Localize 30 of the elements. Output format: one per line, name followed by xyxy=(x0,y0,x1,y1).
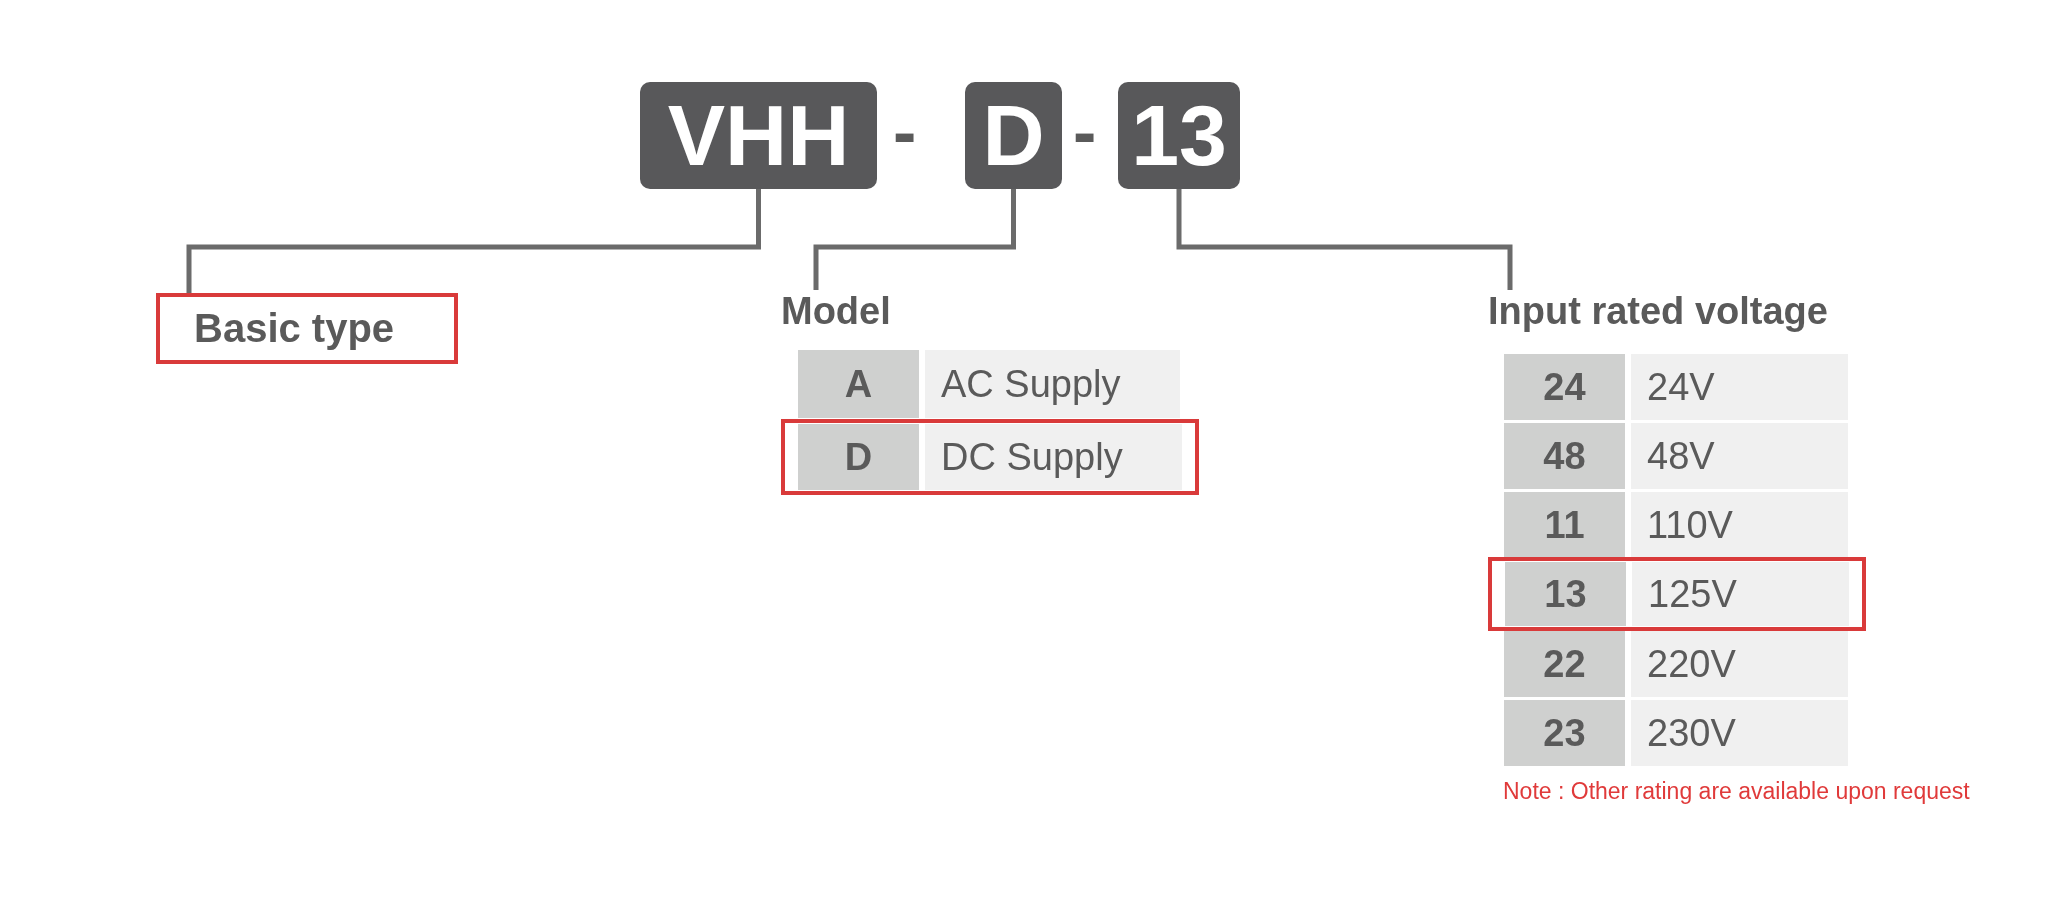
code-cell: 22 xyxy=(1504,631,1625,697)
code-cell: 24 xyxy=(1504,354,1625,420)
bracket-connector xyxy=(186,189,761,293)
code-segment-box: D xyxy=(965,82,1062,189)
description-cell: 24V xyxy=(1631,354,1848,420)
highlight-frame: Basic type xyxy=(156,293,458,364)
code-cell: 13 xyxy=(1505,562,1626,626)
description-cell: 125V xyxy=(1632,562,1849,626)
code-segment-box: 13 xyxy=(1118,82,1240,189)
separator-dash: - xyxy=(1073,92,1097,172)
code-cell: 23 xyxy=(1504,700,1625,766)
note-text: Note : Other rating are available upon request xyxy=(1503,778,1970,805)
section-heading: Input rated voltage xyxy=(1488,290,1828,333)
highlight-frame xyxy=(1488,557,1866,631)
highlight-frame xyxy=(781,419,1199,495)
code-cell: 48 xyxy=(1504,423,1625,489)
separator-dash: - xyxy=(893,92,917,172)
description-cell: 230V xyxy=(1631,700,1848,766)
description-cell: DC Supply xyxy=(925,424,1182,490)
code-segment-box: VHH xyxy=(640,82,877,189)
section-heading: Model xyxy=(781,290,891,333)
bracket-connector xyxy=(1176,189,1513,290)
description-cell: 220V xyxy=(1631,631,1848,697)
description-cell: 110V xyxy=(1631,492,1848,558)
bracket-connector xyxy=(813,189,1016,290)
description-cell: AC Supply xyxy=(925,350,1180,418)
code-cell: D xyxy=(798,424,919,490)
code-cell: 11 xyxy=(1504,492,1625,558)
code-cell: A xyxy=(798,350,919,418)
description-cell: 48V xyxy=(1631,423,1848,489)
